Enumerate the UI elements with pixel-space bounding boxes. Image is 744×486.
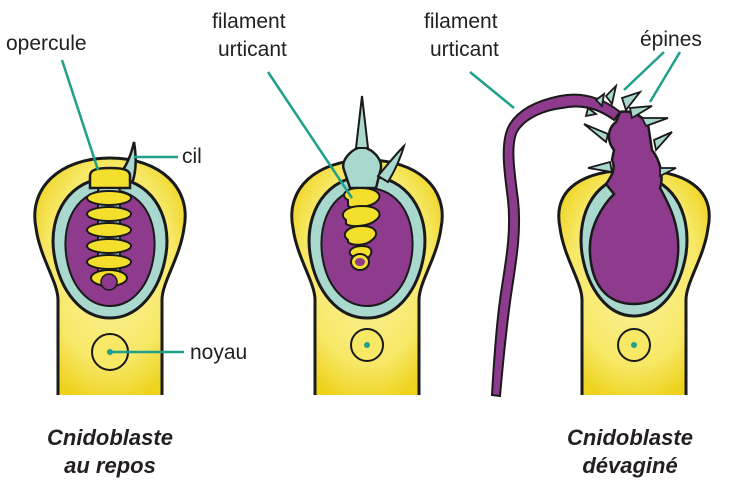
label-filament-2-line2: urticant xyxy=(430,38,499,62)
leader-filament-2 xyxy=(470,72,514,108)
label-noyau: noyau xyxy=(190,341,247,365)
cell-everted xyxy=(492,86,709,396)
label-epines: épines xyxy=(640,28,702,52)
caption-right-line1: Cnidoblaste xyxy=(530,424,730,451)
leader-opercule xyxy=(62,60,98,170)
tip-spike xyxy=(356,96,368,148)
caption-right-line2: dévaginé xyxy=(530,452,730,479)
caption-left-line2: au repos xyxy=(10,452,210,479)
label-filament-2-line1: filament xyxy=(424,10,498,34)
label-opercule: opercule xyxy=(6,32,87,56)
opercule xyxy=(90,168,130,188)
cell-at-rest xyxy=(35,142,185,395)
label-cil: cil xyxy=(182,145,202,169)
label-filament-1-line1: filament xyxy=(212,10,286,34)
caption-left-line1: Cnidoblaste xyxy=(10,424,210,451)
label-filament-1-line2: urticant xyxy=(218,38,287,62)
leader-epines-a xyxy=(624,52,664,90)
